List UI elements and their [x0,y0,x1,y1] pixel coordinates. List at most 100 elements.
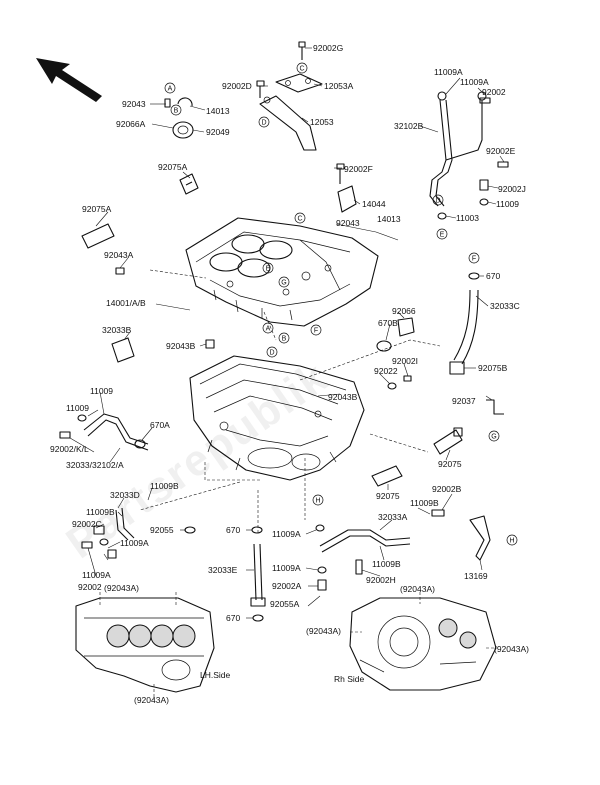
bolts-92002kl [59,414,87,439]
bolt-92002i [403,375,412,382]
callout-670-r: 670 [486,271,500,281]
callout-92002-tr: 92002 [482,87,506,97]
callout-92043a-rh-left: (92043A) [306,626,341,636]
fittings-lower-left [81,525,117,559]
svg-text:D: D [435,198,440,205]
callout-92075b: 92075B [478,363,508,373]
oring-670-c1 [251,526,263,534]
svg-text:A: A [168,86,173,93]
callout-670-c1: 670 [226,525,240,535]
svg-text:F: F [472,256,476,263]
callout-92002a: 92002A [272,581,302,591]
snap-ring-14013 [177,97,193,107]
rh-side-label: Rh Side [334,674,365,684]
upper-crankcase [185,217,379,327]
callout-92043a-rh-right: (92043A) [494,644,529,654]
oring-670 [468,272,480,280]
bolt-92002e [497,161,509,168]
callout-92043-mid: 92043 [336,218,360,228]
callout-11009b-l2: 11009B [86,507,115,517]
callout-11009a-l2: 11009A [82,570,111,580]
callout-14013: 14013 [206,106,230,116]
breather-cover-12053 [259,95,317,151]
stud-92075a-2 [81,223,115,249]
callout-92002-l: 92002 [78,582,102,592]
washer-92022 [387,382,397,390]
callout-92043a-lh-bot: (92043A) [134,695,169,705]
bolt-92002h [355,559,363,575]
callout-92037: 92037 [452,396,476,406]
svg-text:G: G [281,280,286,287]
bolt-92002j [479,179,489,191]
callout-92002c: 92002C [72,519,102,529]
callout-11009-l1: 11009 [90,386,113,396]
union-92075 [433,427,463,455]
callout-92002d: 92002D [222,81,252,91]
callout-14013-mid: 14013 [377,214,401,224]
callout-labels: 92002G 12053A 92002D 12053 92043 14013 9… [50,43,529,705]
callout-32033d: 32033D [110,490,140,500]
callout-670a: 670A [150,420,170,430]
lh-side-view [75,592,215,700]
oil-pipe-32033e [250,543,266,607]
callout-92022: 92022 [374,366,398,376]
callout-670-c2: 670 [226,613,240,623]
callout-11009-tr: 11009 [496,199,519,209]
callout-32033a: 32033A [378,512,408,522]
oil-seal-92049 [172,121,194,139]
callout-32033b: 32033B [102,325,132,335]
callout-32033-32102a: 32033/32102/A [66,460,124,470]
callout-11009a-tr2: 11009A [460,77,489,87]
front-direction-arrow-icon [36,58,102,102]
callout-92075-2: 92075 [376,491,400,501]
callout-92002e: 92002E [486,146,516,156]
bolt-92002g [298,41,306,60]
lh-side-label: LH.Side [200,670,231,680]
pin-92043a [115,267,125,275]
bolt-92002 [479,97,491,104]
callout-92043b-2: 92043B [328,392,358,402]
callout-11009b-r: 11009B [410,498,439,508]
svg-text:D: D [269,350,274,357]
callout-92002i: 92002I [392,356,418,366]
oil-pipe-32033d [115,507,135,541]
callout-32102b: 32102B [394,121,424,131]
oil-hose-32033c [453,289,479,365]
svg-text:D: D [261,120,266,127]
svg-text:H: H [315,498,320,505]
callout-14001: 14001/A/B [106,298,146,308]
oil-pipe-32102b [429,91,487,207]
bracket-13169 [469,515,491,561]
callout-11009b-c: 11009B [372,559,401,569]
callout-92043: 92043 [122,99,146,109]
bolt-92002a [317,579,327,591]
svg-text:A: A [266,326,271,333]
oil-pipe-32033-32102a [83,413,149,451]
plate-12053a [275,73,323,93]
svg-text:G: G [491,434,496,441]
oring-670a [134,439,146,449]
callout-11009a-c2: 11009A [272,563,301,573]
callout-92075: 92075 [438,459,462,469]
callout-32033c: 32033C [490,301,520,311]
union-92075-2 [371,465,403,487]
callout-11009a-tr1: 11009A [434,67,463,77]
svg-text:E: E [440,232,445,239]
pin-92043b [205,339,215,349]
callout-12053: 12053 [310,117,334,127]
rh-side-view [349,592,497,691]
callout-670b: 670B [378,318,398,328]
callout-92055: 92055 [150,525,174,535]
callout-92043a-lh-top: (92043A) [104,583,139,593]
washers-11009a-center [315,524,327,574]
leader-lines [69,47,505,619]
plug-92055 [184,526,196,534]
callout-11009a-c1: 11009A [272,529,301,539]
callout-11009-l2: 11009 [66,403,89,413]
callout-92002g: 92002G [313,43,343,53]
svg-text:E: E [266,266,271,273]
callout-13169: 13169 [464,571,488,581]
callout-92055a: 92055A [270,599,300,609]
clamp-92037 [486,399,504,415]
